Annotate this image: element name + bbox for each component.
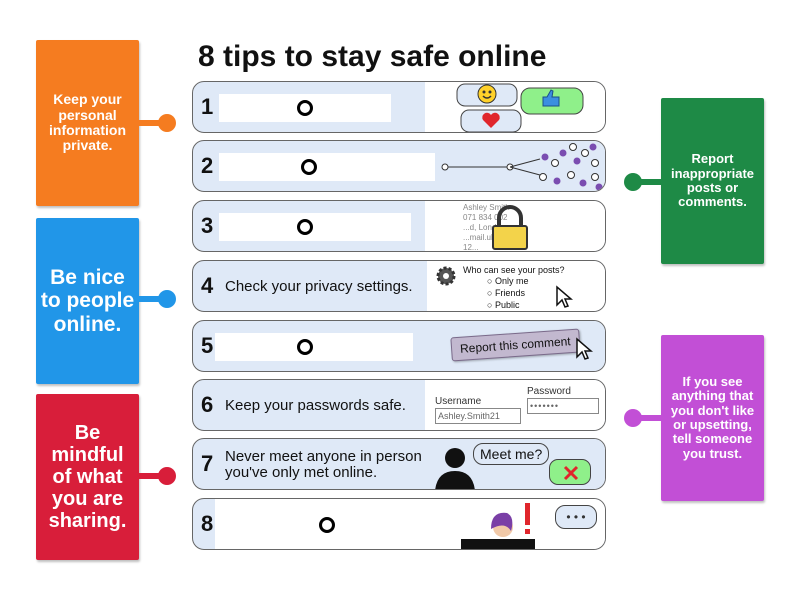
tip-text: Never meet anyone in person you've only …	[225, 448, 422, 481]
radio-icon: ○	[487, 300, 495, 310]
answer-slot-3[interactable]	[219, 213, 411, 241]
gear-icon	[436, 266, 456, 286]
tip-row-3: 3 Ashley Smith 071 834 002 ...d, London …	[192, 200, 606, 252]
stranger-art: Meet me?	[429, 439, 605, 489]
drop-target-tell-someone[interactable]	[624, 409, 642, 427]
connector-be-mindful	[139, 473, 167, 479]
password-label: Password	[527, 386, 571, 397]
radio-icon: ○	[487, 288, 495, 298]
slot-hole[interactable]	[319, 517, 335, 533]
reject-bubble	[549, 459, 591, 485]
tip-number: 5	[201, 333, 214, 358]
close-icon	[563, 465, 579, 481]
tip-text: Check your privacy settings.	[225, 278, 413, 295]
worried-person-art: • • •	[461, 499, 605, 549]
connector-tell-someone	[634, 415, 662, 421]
card-personal-info[interactable]: Keep your personal information private.	[36, 40, 139, 206]
tip-row-8: 8 • • •	[192, 498, 606, 550]
drop-target-be-mindful[interactable]	[158, 467, 176, 485]
tip-row-7: 7 Never meet anyone in person you've onl…	[192, 438, 606, 490]
card-be-mindful-text: Be mindful of what you are sharing.	[48, 422, 127, 532]
privacy-question: Who can see your posts?	[463, 265, 565, 275]
cursor-icon	[576, 337, 593, 360]
person-silhouette-icon	[435, 448, 475, 489]
drop-target-be-nice[interactable]	[158, 290, 176, 308]
connector-be-nice	[139, 296, 167, 302]
tip-number: 7	[201, 451, 214, 476]
typing-bubble: • • •	[555, 505, 597, 529]
password-field[interactable]: •••••••	[527, 398, 599, 414]
tip-number: 3	[201, 213, 214, 238]
tip-row-6: 6 Keep your passwords safe. Username Ash…	[192, 379, 606, 431]
tip-row-2: 2	[192, 140, 606, 192]
tip-number: 6	[201, 392, 214, 417]
report-art: Report this comment	[435, 321, 605, 371]
answer-slot-5[interactable]	[215, 333, 413, 361]
card-be-mindful[interactable]: Be mindful of what you are sharing.	[36, 394, 139, 560]
tip-row-5: 5 Report this comment	[192, 320, 606, 372]
radio-icon: ○	[487, 276, 495, 286]
drop-target-report[interactable]	[624, 173, 642, 191]
card-report[interactable]: Report inappropriate posts or comments.	[661, 98, 764, 264]
network-art	[435, 141, 605, 191]
card-tell-someone-text: If you see anything that you don't like …	[670, 374, 755, 461]
username-field[interactable]: Ashley.Smith21	[435, 408, 521, 424]
card-be-nice-text: Be nice to people online.	[40, 266, 135, 336]
slot-hole[interactable]	[297, 100, 313, 116]
page-title: 8 tips to stay safe online	[198, 40, 547, 73]
tip-row-1: 1	[192, 81, 606, 133]
answer-slot-1[interactable]	[219, 94, 391, 122]
card-be-nice[interactable]: Be nice to people online.	[36, 218, 139, 384]
meet-me-bubble: Meet me?	[473, 443, 550, 465]
privacy-option-only-me[interactable]: ○ Only me	[487, 276, 529, 286]
answer-slot-8[interactable]	[215, 499, 463, 549]
tip-row-4: 4 Check your privacy settings. Who can s…	[192, 260, 606, 312]
card-report-text: Report inappropriate posts or comments.	[670, 151, 755, 210]
privacy-settings-art: Who can see your posts? ○ Only me ○ Frie…	[427, 261, 605, 311]
card-tell-someone[interactable]: If you see anything that you don't like …	[661, 335, 764, 501]
cursor-icon	[556, 285, 573, 308]
slot-hole[interactable]	[297, 339, 313, 355]
contact-card-art: Ashley Smith 071 834 002 ...d, London ..…	[425, 201, 605, 251]
tip-text: Keep your passwords safe.	[225, 397, 406, 414]
tip-number: 1	[201, 94, 214, 119]
social-art	[425, 82, 605, 132]
padlock-icon	[492, 205, 528, 250]
report-comment-button[interactable]: Report this comment	[450, 328, 581, 362]
worried-person-icon	[461, 503, 535, 549]
answer-slot-2[interactable]	[219, 153, 437, 181]
tip-number: 2	[201, 153, 214, 178]
tip-number: 4	[201, 273, 214, 298]
privacy-option-friends[interactable]: ○ Friends	[487, 288, 525, 298]
slot-hole[interactable]	[297, 219, 313, 235]
connector-personal-info	[139, 120, 167, 126]
privacy-option-public[interactable]: ○ Public	[487, 300, 520, 310]
contact-extra: 12...	[463, 243, 479, 252]
slot-hole[interactable]	[301, 159, 317, 175]
contact-email: ...mail.uk	[463, 233, 496, 242]
tip-number: 8	[201, 511, 214, 536]
login-art: Username Ashley.Smith21 Password •••••••	[425, 380, 605, 430]
contact-name: Ashley Smith	[463, 203, 510, 212]
username-label: Username	[435, 396, 482, 407]
contact-address: ...d, London	[463, 223, 506, 232]
connector-report	[634, 179, 662, 185]
contact-phone: 071 834 002	[463, 213, 508, 222]
drop-target-personal-info[interactable]	[158, 114, 176, 132]
card-personal-info-text: Keep your personal information private.	[49, 91, 126, 154]
